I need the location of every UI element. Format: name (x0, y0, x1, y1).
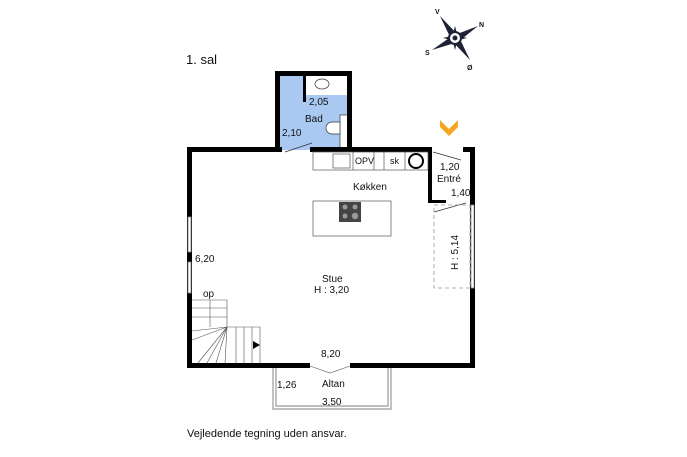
entry-dim-b: 1,40 (451, 188, 471, 199)
kitchen-opv: OPV (355, 156, 374, 166)
entrance-arrow-icon (440, 120, 458, 136)
compass-north: N (479, 22, 484, 29)
sink-icon (314, 78, 330, 90)
windows (187, 204, 475, 294)
balcony (272, 368, 392, 410)
kitchen-name: Køkken (353, 182, 387, 193)
living-dim-side: 6,20 (195, 254, 215, 265)
compass-rose-icon: V N S Ø (425, 9, 484, 72)
bath-dim-b: 2,10 (282, 128, 302, 139)
balcony-dim-side: 1,26 (277, 380, 297, 391)
stair-arrow-icon (253, 341, 260, 349)
open-void (433, 204, 471, 289)
compass-west: V (435, 9, 440, 16)
fan-icon (408, 153, 424, 169)
room-bath: 2,05 Bad 2,10 (275, 71, 352, 153)
exterior-walls (187, 147, 475, 368)
bath-dim-a: 2,05 (309, 97, 329, 108)
kitchen-counter (312, 151, 429, 171)
void-height: H : 5,14 (450, 235, 461, 270)
bath-name: Bad (305, 114, 323, 125)
compass-south: S (425, 50, 430, 57)
balcony-dim-bottom: 3,50 (322, 397, 342, 408)
staircase (191, 299, 261, 364)
kitchen-sink-icon (332, 153, 351, 169)
toilet-icon (325, 121, 341, 135)
floor-title: 1. sal (186, 52, 217, 67)
entry-name: Entré (437, 174, 461, 185)
entry-dim-a: 1,20 (440, 162, 460, 173)
kitchen-sk: sk (390, 156, 400, 166)
living-height: H : 3,20 (314, 285, 349, 296)
living-dim-bottom: 8,20 (321, 349, 341, 360)
stairs-label: op (203, 289, 215, 300)
living-name: Stue (322, 274, 343, 285)
balcony-name: Altan (322, 379, 345, 390)
disclaimer: Vejledende tegning uden ansvar. (187, 428, 347, 440)
cooktop-icon (339, 202, 361, 222)
compass-east: Ø (467, 65, 473, 72)
kitchen-island (312, 200, 392, 237)
